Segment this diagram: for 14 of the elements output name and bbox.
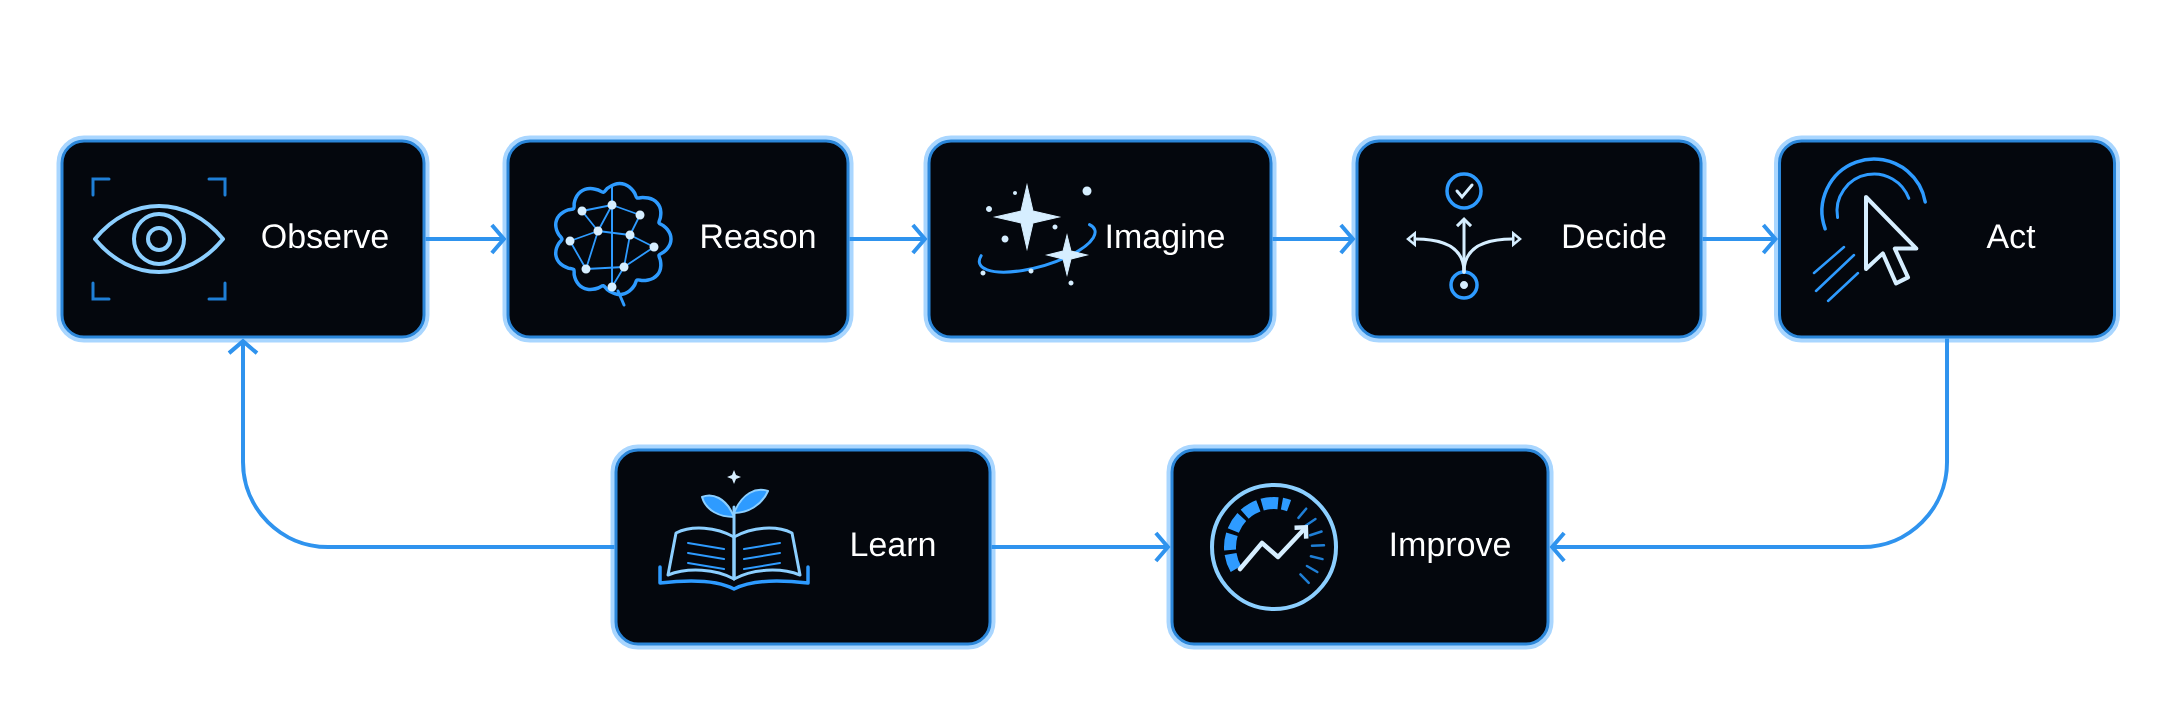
process-box: Observe: [56, 135, 430, 343]
process-box: Imagine: [923, 135, 1277, 343]
arrow: [1702, 223, 1778, 255]
process-box: Act: [1774, 135, 2120, 343]
arrow: [1272, 223, 1356, 255]
arrow: [849, 223, 928, 255]
arrow: [1549, 338, 1949, 563]
process-box: Decide: [1351, 135, 1707, 343]
process-box: Learn: [610, 444, 996, 650]
process-box: Improve: [1166, 444, 1554, 650]
process-box: Reason: [502, 135, 854, 343]
arrow: [991, 531, 1171, 563]
arrow: [425, 223, 507, 255]
arrow: [227, 338, 615, 549]
